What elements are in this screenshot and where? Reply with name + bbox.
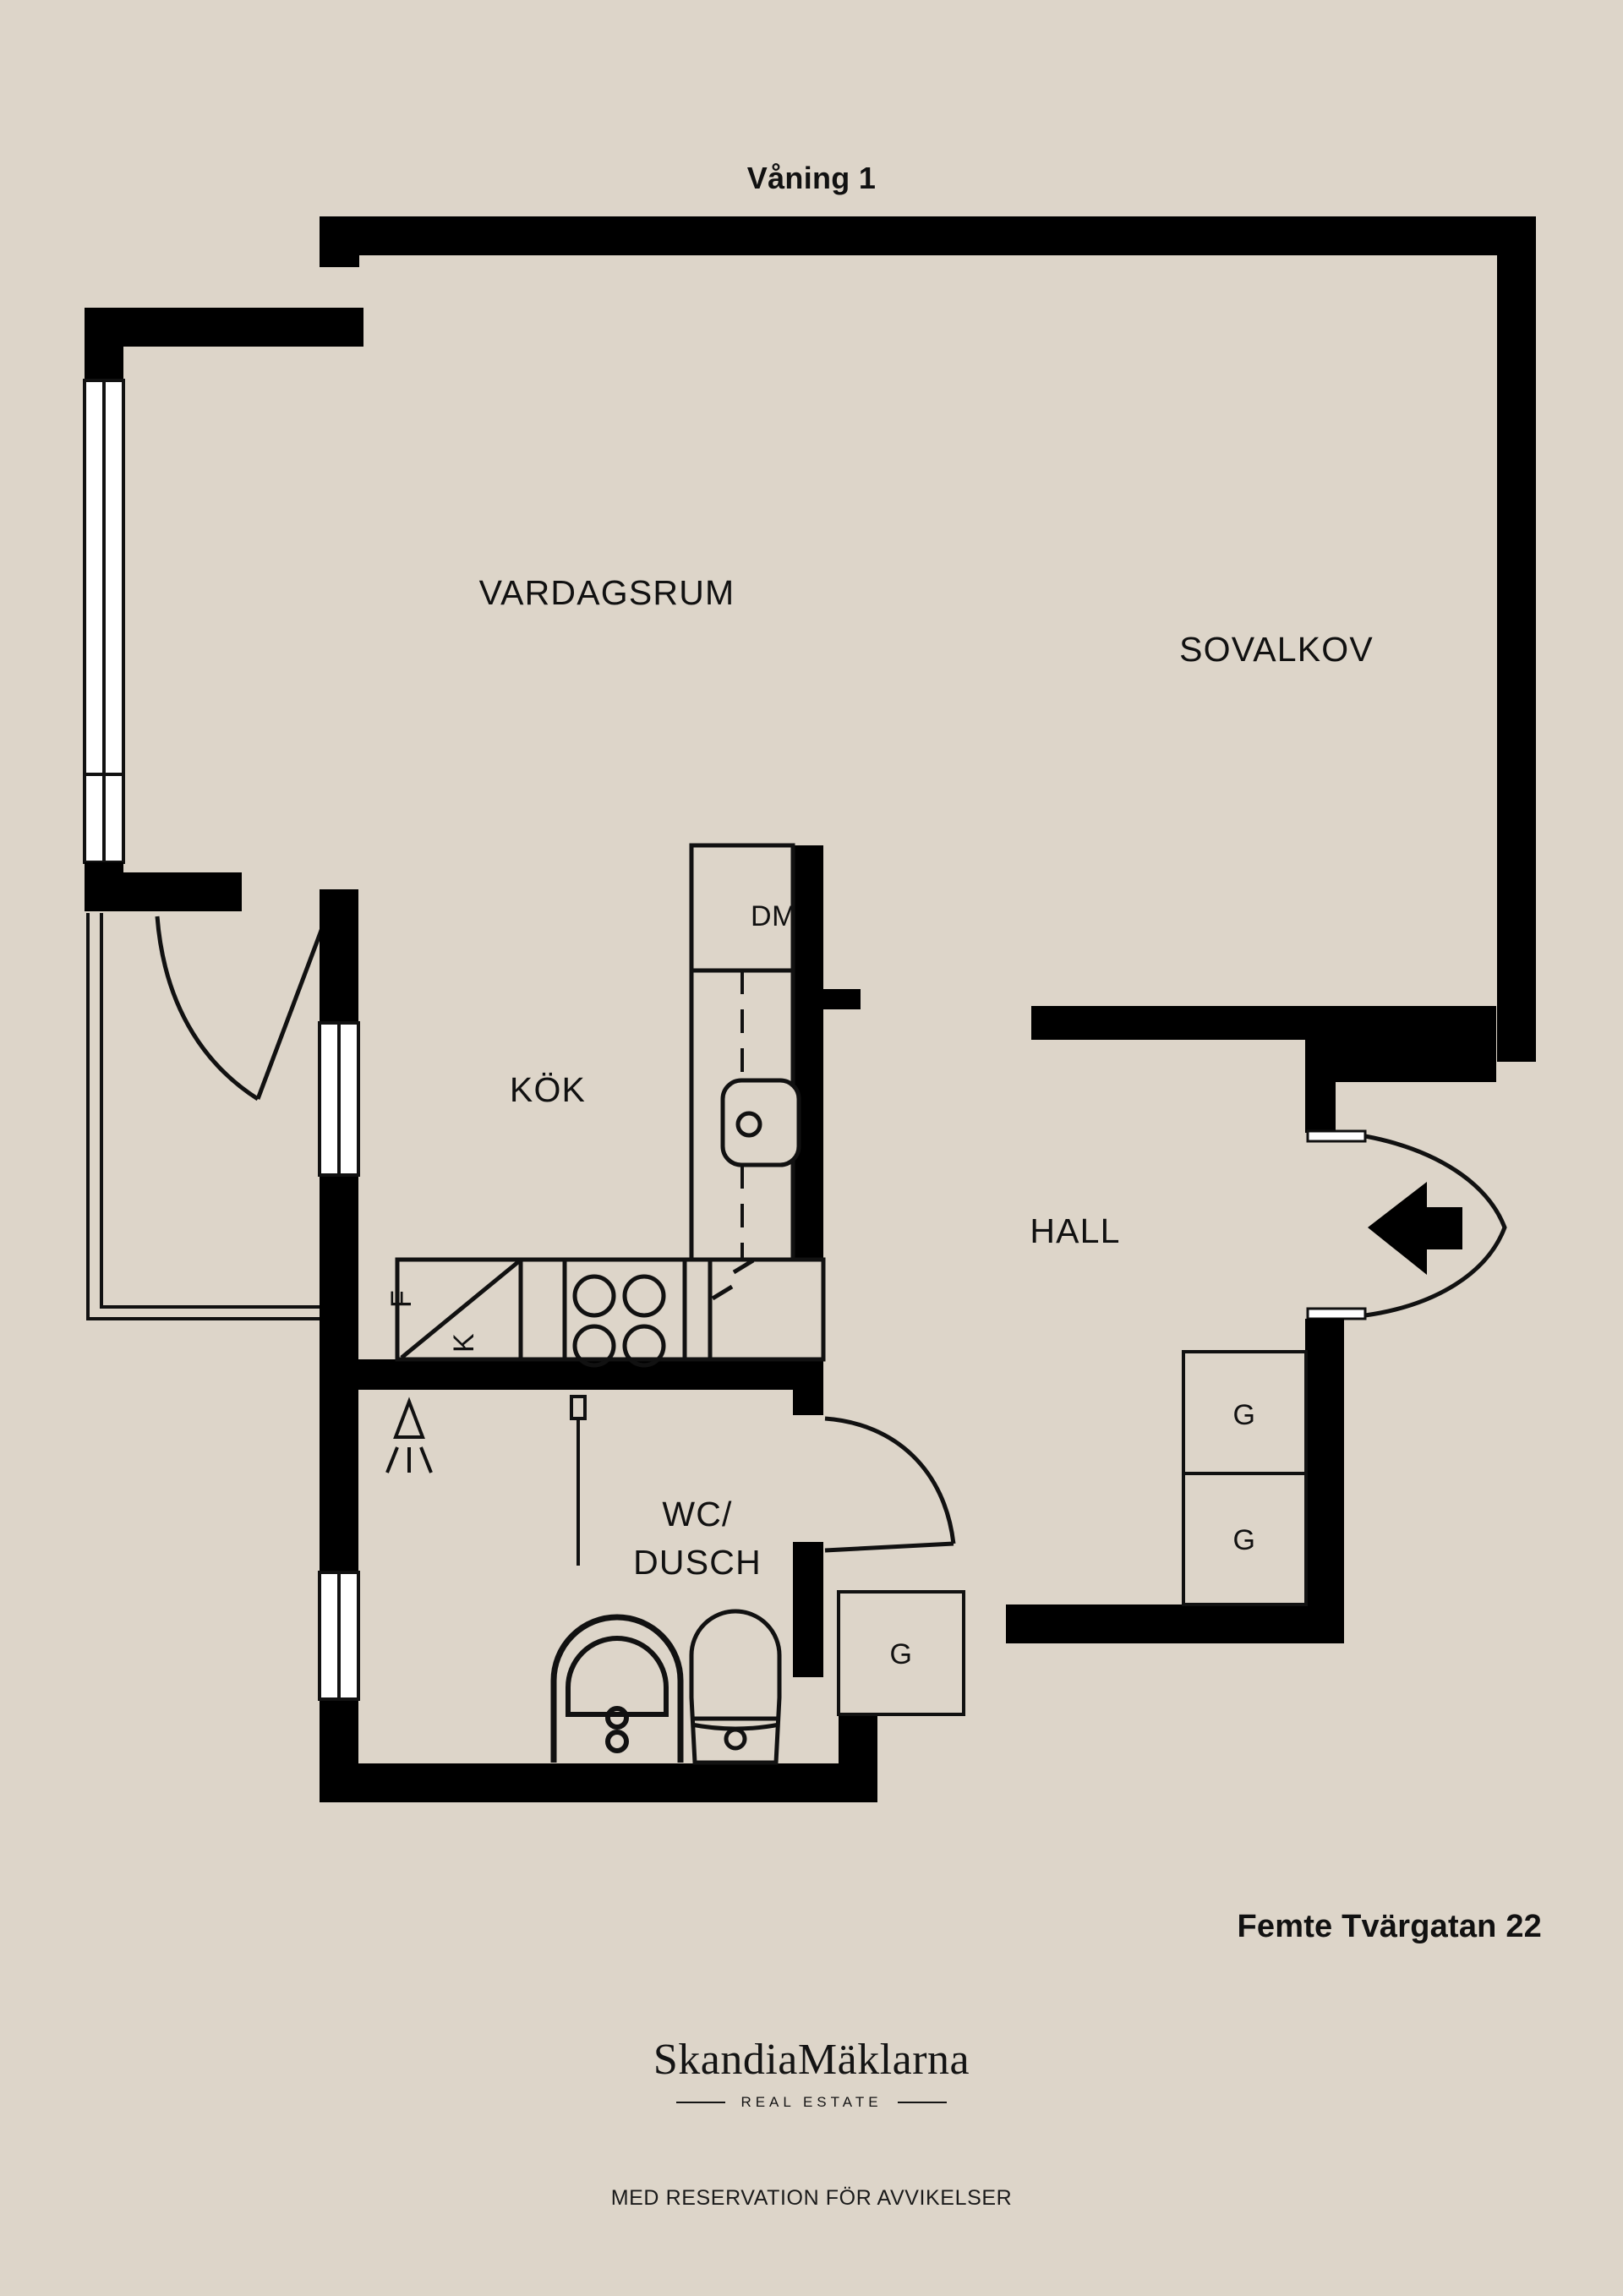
rule-right-icon [897, 2101, 947, 2103]
window-wc-west [318, 1571, 360, 1701]
interior-wall-kitchen-west [320, 889, 358, 1768]
property-address: Femte Tvärgatan 22 [1237, 1909, 1542, 1944]
interior-wall-wc-east [793, 1390, 823, 1677]
window-living-room-west [83, 379, 125, 864]
entrance-arrow-icon [1368, 1182, 1462, 1275]
door-wc [824, 1416, 956, 1553]
closet-hall-upper [1182, 1350, 1308, 1475]
room-label-wc-line2: DUSCH [633, 1543, 762, 1582]
disclaimer-text: MED RESERVATION FÖR AVVIKELSER [610, 2186, 1013, 2210]
washing-machine-line [570, 1395, 587, 1566]
label-freezer: K [448, 1333, 480, 1353]
room-label-wc-line1: WC/ [662, 1495, 732, 1533]
fridge-freezer-divider [400, 1260, 521, 1359]
label-fridge: F [385, 1290, 418, 1308]
label-closet-hall-upper: G [1232, 1399, 1255, 1431]
room-label-vardagsrum: VARDAGSRUM [479, 573, 735, 612]
rule-left-icon [676, 2101, 726, 2103]
balcony-area [86, 913, 325, 1320]
washbasin-icon [550, 1614, 684, 1763]
brand-tagline-row: REAL ESTATE [0, 2094, 1623, 2111]
brand-tagline: REAL ESTATE [740, 2093, 883, 2110]
interior-wall-hall-east [1006, 1319, 1344, 1643]
label-closet-wc: G [889, 1638, 912, 1670]
room-label-hall: HALL [1030, 1211, 1120, 1250]
brand-logo-name: SkandiaMäklarna [653, 2036, 970, 2084]
toilet-icon [689, 1609, 782, 1765]
entrance-door [1306, 1129, 1507, 1320]
room-label-kok: KÖK [510, 1070, 586, 1109]
exterior-walls [85, 216, 1536, 1062]
shower-head-icon [385, 1397, 433, 1473]
label-closet-hall-lower: G [1232, 1524, 1255, 1556]
brand-footer: SkandiaMäklarna REAL ESTATE [0, 2036, 1623, 2111]
window-kitchen-west [318, 1021, 360, 1177]
interior-wall-hall-north [1031, 1006, 1496, 1133]
closet-hall-lower [1182, 1472, 1308, 1606]
exterior-walls-lower-left [85, 862, 242, 911]
kitchen-counter-horizontal [395, 1257, 826, 1368]
room-label-sovalkov: SOVALKOV [1179, 630, 1374, 669]
page-title: Våning 1 [746, 161, 877, 195]
label-dishwasher: DM [751, 900, 796, 932]
closet-wc [837, 1590, 965, 1716]
